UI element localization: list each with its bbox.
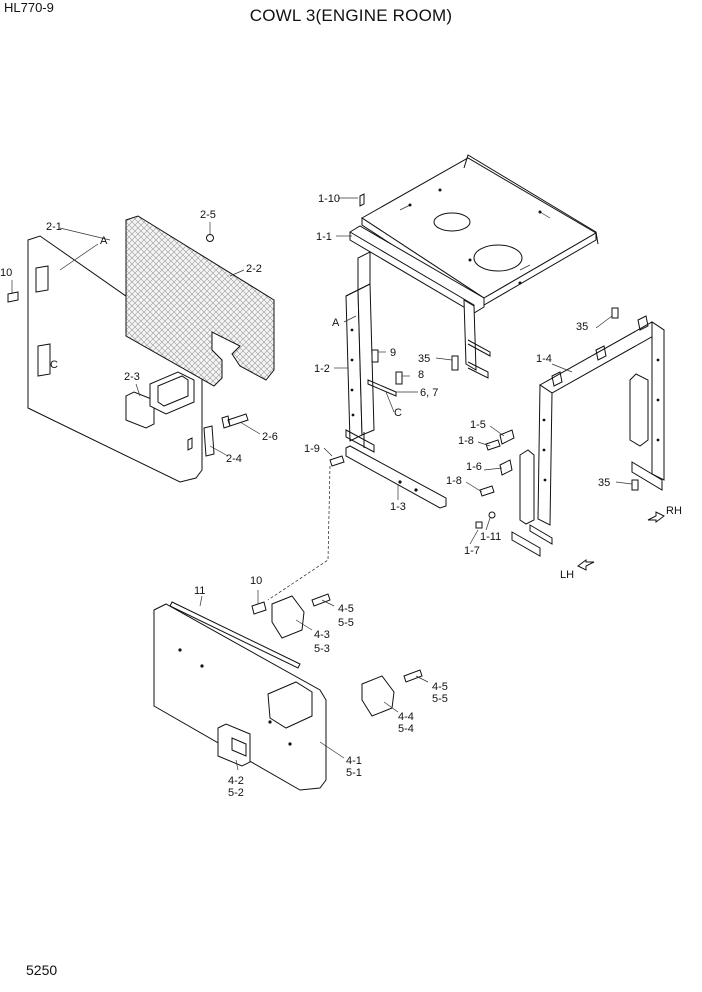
- callout-4-4: 4-4: [398, 711, 414, 723]
- callout-2-1: 2-1: [46, 221, 62, 233]
- callout-4-2: 4-2: [228, 775, 244, 787]
- stay-bar: [345, 445, 447, 509]
- callout-1-4: 1-4: [536, 353, 552, 365]
- callout-1-10: 1-10: [318, 193, 340, 205]
- right-frame: [499, 315, 665, 557]
- label-rh: RH: [666, 505, 682, 517]
- callout-5-5b: 5-5: [432, 693, 448, 705]
- bracket-2-4: [203, 425, 215, 457]
- callout-1-6: 1-6: [466, 461, 482, 473]
- bolt-2-6: [221, 413, 249, 429]
- latch-4-2: [217, 723, 251, 767]
- callout-5-4: 5-4: [398, 723, 414, 735]
- latch-2-3: [125, 371, 195, 429]
- callout-35-top: 35: [576, 321, 588, 333]
- bolt-4-5a: [311, 593, 331, 607]
- label-lh: LH: [560, 569, 574, 581]
- callout-c-frame: C: [394, 407, 402, 419]
- diagram-title: COWL 3(ENGINE ROOM): [249, 6, 453, 25]
- top-plate: [361, 154, 599, 306]
- strip-6-7: [367, 379, 397, 397]
- seal-strip-11: [169, 601, 301, 669]
- arrow-rh-icon: [647, 511, 665, 523]
- leader-lines: [11, 197, 633, 771]
- callout-5-2: 5-2: [228, 787, 244, 799]
- arrow-lh-icon: [577, 559, 595, 571]
- callout-6-7: 6, 7: [420, 387, 438, 399]
- callout-8: 8: [418, 369, 424, 381]
- callout-2-6: 2-6: [262, 431, 278, 443]
- lower-door-panel: [153, 603, 327, 791]
- callout-1-11: 1-11: [480, 531, 501, 543]
- callout-35-mid: 35: [418, 353, 430, 365]
- left-frame: [345, 251, 375, 453]
- callout-2-3: 2-3: [124, 371, 140, 383]
- rear-post: [463, 299, 491, 379]
- callout-4-1: 4-1: [346, 755, 362, 767]
- callout-a-door: A: [100, 235, 108, 247]
- callout-1-8a: 1-8: [458, 435, 474, 447]
- callout-11: 11: [194, 585, 205, 597]
- left-door-panel: [27, 235, 203, 483]
- hinge-4-3: [271, 595, 305, 639]
- callout-c-door: C: [50, 359, 58, 371]
- insulation-pad: [125, 215, 275, 387]
- frame-bolts: [329, 193, 639, 529]
- callout-2-5: 2-5: [200, 209, 216, 221]
- callout-1-2: 1-2: [314, 363, 330, 375]
- hinge-4-4: [361, 675, 395, 717]
- callout-1-7: 1-7: [464, 545, 480, 557]
- callout-1-9: 1-9: [304, 443, 320, 455]
- callout-2-4: 2-4: [226, 453, 242, 465]
- callout-2-2: 2-2: [246, 263, 262, 275]
- bolt-10-left: [7, 291, 19, 303]
- callout-10-lower: 10: [250, 575, 262, 587]
- callout-5-1: 5-1: [346, 767, 362, 779]
- page-number: 5250: [26, 962, 58, 978]
- bolt-10-lower: [251, 601, 267, 615]
- callout-5-5a: 5-5: [338, 617, 354, 629]
- callout-4-5b: 4-5: [432, 681, 448, 693]
- bolt-4-5b: [403, 669, 423, 683]
- callout-1-1: 1-1: [316, 231, 332, 243]
- callout-1-8b: 1-8: [446, 475, 462, 487]
- nut-2-5: [206, 234, 214, 242]
- callout-1-5: 1-5: [470, 419, 486, 431]
- callout-4-3: 4-3: [314, 629, 330, 641]
- callout-1-3: 1-3: [390, 501, 406, 513]
- callout-10-left: 10: [0, 267, 12, 279]
- callout-4-5a: 4-5: [338, 603, 354, 615]
- callout-35-right: 35: [598, 477, 610, 489]
- callout-5-3: 5-3: [314, 643, 330, 655]
- model-code: HL770-9: [4, 0, 54, 15]
- callout-9: 9: [390, 347, 396, 359]
- callout-a-frame: A: [332, 317, 340, 329]
